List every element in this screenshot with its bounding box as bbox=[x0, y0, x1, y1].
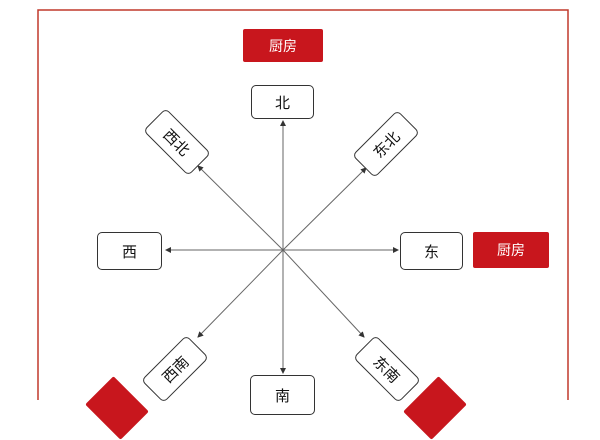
kitchen-label-top: 厨房 bbox=[243, 29, 323, 62]
diagram-lines bbox=[37, 9, 569, 400]
direction-south: 南 bbox=[250, 375, 315, 415]
arrow-northeast bbox=[282, 167, 367, 251]
direction-north: 北 bbox=[251, 85, 314, 119]
kitchen-label-right: 厨房 bbox=[473, 232, 549, 268]
arrow-southeast bbox=[282, 249, 365, 338]
arrow-northwest bbox=[197, 165, 284, 251]
direction-east: 东 bbox=[400, 232, 463, 270]
direction-west: 西 bbox=[97, 232, 162, 270]
frame-border bbox=[37, 9, 569, 400]
arrow-southwest bbox=[197, 249, 284, 338]
